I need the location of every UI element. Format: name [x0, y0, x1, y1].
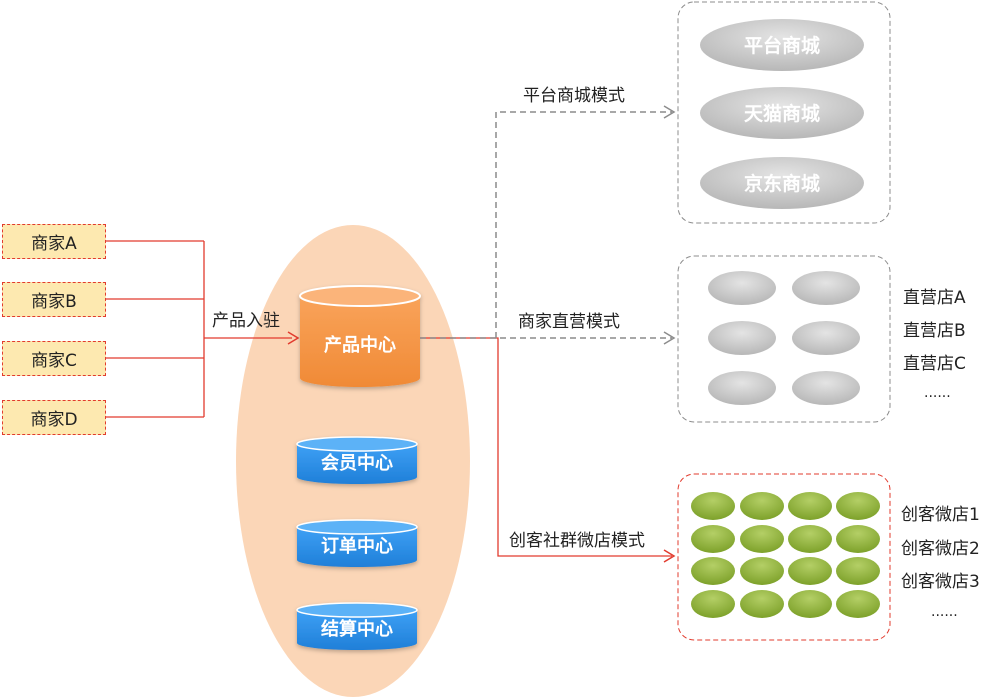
maker-store-shape	[836, 492, 880, 520]
direct-store-a-label: 直营店A	[903, 288, 966, 308]
maker-store-shape	[788, 492, 832, 520]
order-center-label: 订单中心	[321, 535, 393, 557]
maker-store-shape	[740, 590, 784, 618]
product-center-label: 产品中心	[324, 334, 396, 356]
tmall-pill	[700, 87, 864, 139]
maker-store-shape	[788, 557, 832, 585]
merchant-c-box: 商家C	[2, 341, 106, 376]
tmall-label: 天猫商城	[744, 102, 820, 125]
direct-store-shapes	[708, 271, 860, 405]
direct-store-shape	[792, 321, 860, 355]
maker-store-shape	[836, 525, 880, 553]
maker-mode-arrowhead	[663, 549, 676, 563]
member-center-label: 会员中心	[321, 452, 393, 474]
maker-store-shape	[740, 525, 784, 553]
merchant-connectors	[106, 240, 292, 418]
direct-store-shape	[708, 371, 776, 405]
direct-store-c-label: 直营店C	[903, 354, 966, 374]
direct-store-shape	[708, 271, 776, 305]
direct-mode-label: 商家直营模式	[518, 312, 620, 332]
maker-store-shape	[691, 492, 735, 520]
jd-label: 京东商城	[744, 172, 820, 195]
maker-store-shape	[740, 492, 784, 520]
maker-store-shape	[691, 525, 735, 553]
order-center-cylinder	[296, 519, 418, 567]
maker-store-shape	[691, 590, 735, 618]
platform-mode-arrowhead	[663, 105, 676, 119]
maker-store-shape	[788, 590, 832, 618]
maker-store-shape	[788, 525, 832, 553]
maker-mode-label: 创客社群微店模式	[509, 531, 645, 551]
jd-pill	[700, 157, 864, 209]
merchant-d-box: 商家D	[2, 400, 106, 435]
maker-store-3-label: 创客微店3	[901, 572, 980, 592]
member-center-cylinder	[296, 436, 418, 484]
maker-store-1-label: 创客微店1	[901, 505, 980, 525]
direct-store-shape	[792, 271, 860, 305]
maker-store-shape	[691, 557, 735, 585]
product-center-cylinder	[299, 285, 421, 387]
maker-store-shape	[836, 557, 880, 585]
platform-mode-connector	[495, 111, 672, 338]
direct-store-ellipsis: ......	[924, 385, 951, 401]
settlement-center-label: 结算中心	[321, 618, 393, 640]
maker-store-shape	[740, 557, 784, 585]
maker-store-shapes	[691, 492, 880, 618]
platform-mall-pill	[700, 19, 864, 71]
direct-store-shape	[708, 321, 776, 355]
maker-store-ellipsis: ......	[931, 604, 958, 620]
merchant-a-box: 商家A	[2, 224, 106, 259]
maker-store-2-label: 创客微店2	[901, 539, 980, 559]
maker-store-shape	[836, 590, 880, 618]
maker-mode-connector	[420, 337, 672, 557]
merchant-b-box: 商家B	[2, 282, 106, 317]
direct-store-b-label: 直营店B	[903, 321, 966, 341]
direct-mode-arrowhead	[663, 331, 676, 345]
direct-store-shape	[792, 371, 860, 405]
entry-arrowhead	[287, 331, 300, 345]
platform-mall-label: 平台商城	[744, 34, 820, 57]
entry-label: 产品入驻	[212, 311, 280, 331]
settlement-center-cylinder	[296, 602, 418, 650]
platform-mode-label: 平台商城模式	[523, 86, 625, 106]
